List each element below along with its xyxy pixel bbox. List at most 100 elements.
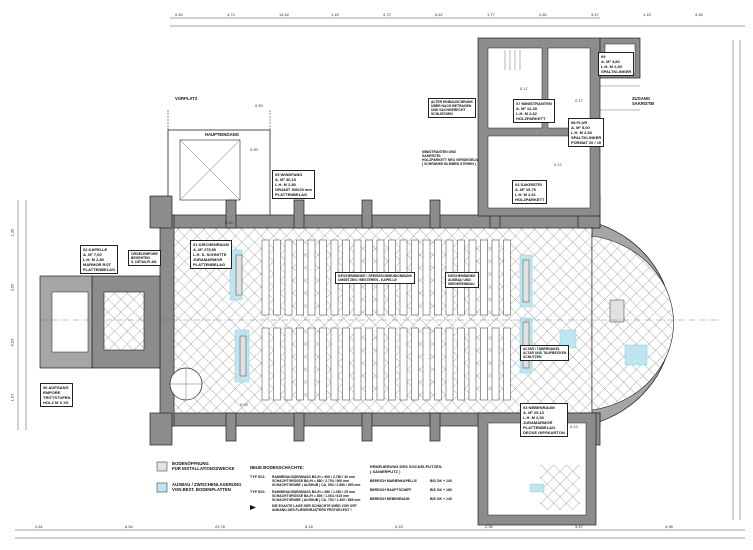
pew [503,327,511,401]
pew [434,239,442,316]
elevation-mark: 0.12 [570,424,578,429]
side-room-block [477,412,597,526]
dimension-label: 4,35 [695,12,703,17]
pew [307,239,316,316]
label-vorplatz: VORPLATZ [175,96,198,101]
dimension-lines [15,17,745,539]
dimension-label: 24,76 [215,524,226,529]
elevation-mark: 0.17 [575,98,583,103]
dimension-label: 3,95 [9,283,15,292]
label-haupteingang: HAUPTEINGANG [205,132,239,137]
pew [353,327,362,401]
pew [422,239,431,316]
elevation-mark: 0.17 [554,162,562,167]
dimension-label: 5,42 [435,12,443,17]
pew [261,327,270,401]
pew [307,327,316,401]
dimension-label: 6,15 [395,524,403,529]
dimension-label: 6,16 [305,524,313,529]
elevation-mark: 0.17 [520,86,528,91]
pew [319,239,327,316]
pew [261,239,270,316]
shafts-title: NEUE BODENSCHÄCHTE: [250,465,304,470]
elevation-mark: 0.45 [255,103,263,108]
pew [330,327,339,401]
dimension-label: 1,35 [9,228,15,237]
dimension-label: 4,74 [227,12,235,17]
dimension-label: 2,61 [35,524,43,529]
dimension-label: 14,52 [279,12,290,17]
dimension-label: 0.40 [175,12,183,17]
dimension-label: 2,34 [485,524,493,529]
elevation-mark: 0.09 [240,402,248,407]
pew [468,327,477,401]
pew [457,327,465,401]
pew [411,327,419,401]
pew [376,327,385,401]
dimension-label: 4,72 [383,12,391,17]
elevation-mark: 0.00 [250,147,258,152]
pew [503,239,511,316]
pew [480,239,488,316]
shaft-s02-label: TYP S02: [250,490,266,494]
elevation-mark: 0.00 [225,220,233,225]
pew [284,239,293,316]
pew [273,239,281,316]
pew [422,327,431,401]
shaft-s02-specs: RAHMENAUSSENMASS B/L/H = 850 / 1.030 / 2… [272,490,361,502]
pew [491,327,500,401]
pew [434,327,442,401]
arrow-icon [250,505,256,510]
pew [445,327,454,401]
dimension-label: 1,49 [331,12,339,17]
pew [491,239,500,316]
pew [399,327,408,401]
legend-swatch-opening [156,461,168,472]
dimension-label: 6,54 [125,524,133,529]
west-tower [39,275,203,401]
shaft-s01-label: TYP S01: [250,475,266,479]
pew [480,327,488,401]
dimension-label: 3,47 [575,524,583,529]
legend-swatch-removal [156,482,168,493]
pew [342,327,350,401]
dimension-label: 3,47 [591,12,599,17]
dimension-label: 2,60 [539,12,547,17]
shaft-note: DIE EXAKTE LAGE DER SCHÄCHTE WIRD VOR OR… [272,504,357,512]
pew [388,327,396,401]
pew [296,239,304,316]
dimension-label: 4,96 [665,524,673,529]
dimension-label: 1,97 [9,393,15,402]
dimension-label: 1,77 [487,12,495,17]
pew [284,327,293,401]
plaster-title: ERNEUERUNG DES SOCKELPUTZES:( SANIERPUTZ… [370,464,443,474]
shaft-s01-specs: RAHMENAUSSENMASS B/L/H = 900 / 2.780 / 4… [272,475,361,487]
pew [273,327,281,401]
pew [296,327,304,401]
dimension-label: 6,53 [9,338,15,347]
pew [319,327,327,401]
pew [365,327,373,401]
dimension-label: 1,15 [643,12,651,17]
